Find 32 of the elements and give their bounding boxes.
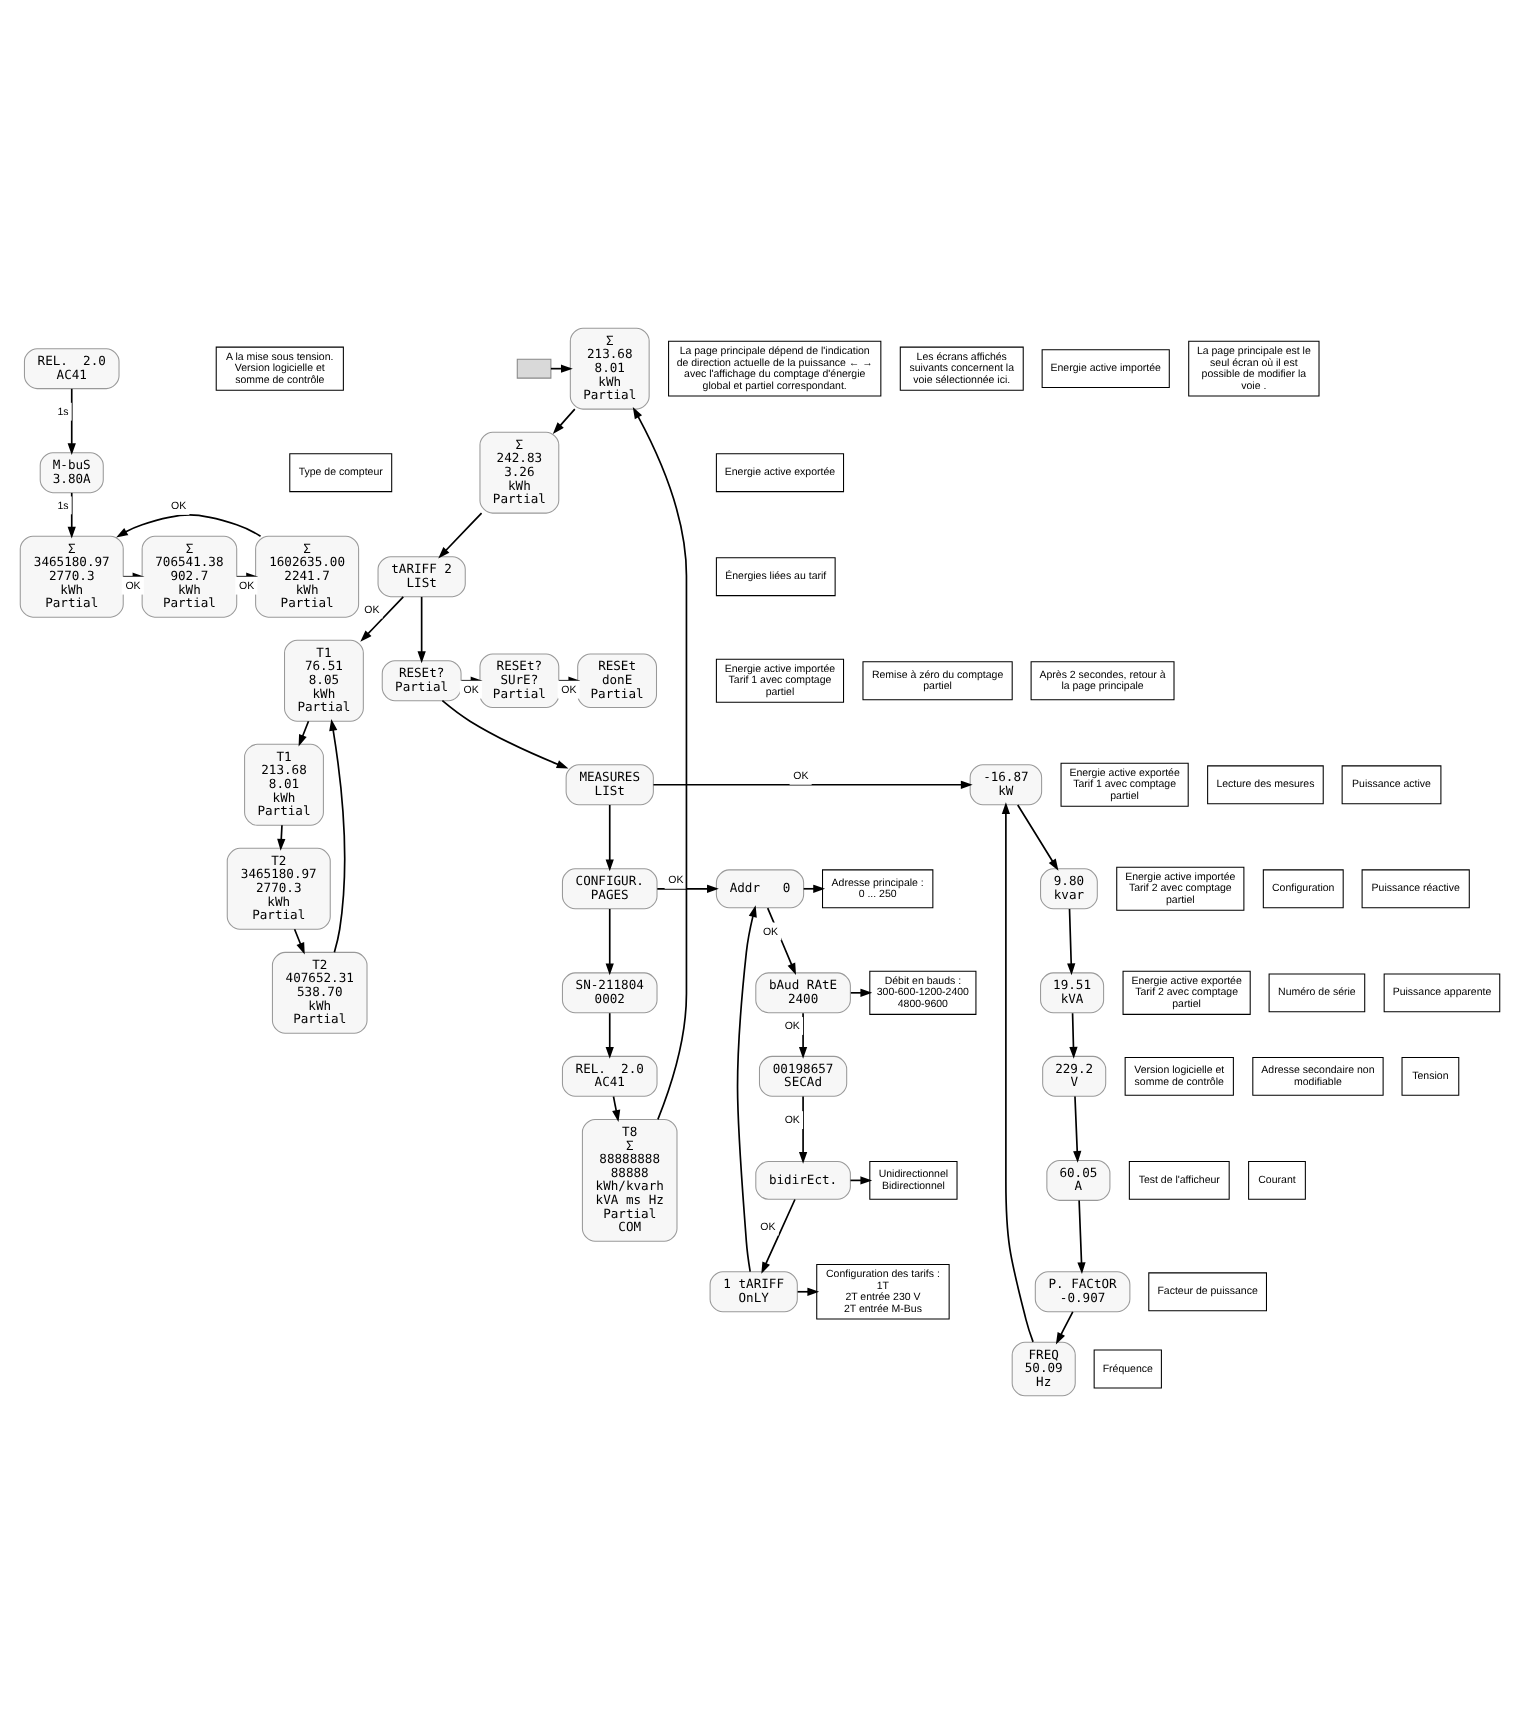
arrow — [766, 907, 796, 975]
arrow — [277, 824, 286, 851]
arrow — [802, 884, 825, 893]
arrow — [1067, 908, 1076, 976]
arrow — [1069, 1012, 1078, 1059]
arrow — [798, 1095, 808, 1164]
arrow — [1055, 1310, 1074, 1345]
arrow — [293, 928, 305, 955]
arrow — [656, 884, 719, 893]
arrow — [849, 988, 873, 997]
arrow — [736, 905, 757, 1273]
arrow — [1016, 804, 1059, 871]
arrow — [329, 718, 346, 954]
arrow — [552, 408, 576, 434]
arrow — [298, 720, 310, 747]
arrow — [438, 512, 483, 559]
arrow — [1001, 802, 1034, 1343]
arrow — [417, 596, 426, 664]
arrow — [798, 1012, 808, 1059]
node-box — [516, 358, 552, 379]
arrow — [67, 388, 76, 456]
arrow — [652, 780, 973, 789]
arrow — [605, 804, 614, 872]
arrow — [796, 1287, 820, 1296]
arrow — [67, 492, 76, 539]
arrow — [761, 1198, 796, 1274]
arrow — [605, 1012, 614, 1059]
arrow — [605, 908, 614, 976]
arrow — [441, 699, 569, 769]
arrow — [1077, 1199, 1086, 1275]
arrow — [1073, 1095, 1082, 1163]
arrow — [116, 514, 262, 538]
